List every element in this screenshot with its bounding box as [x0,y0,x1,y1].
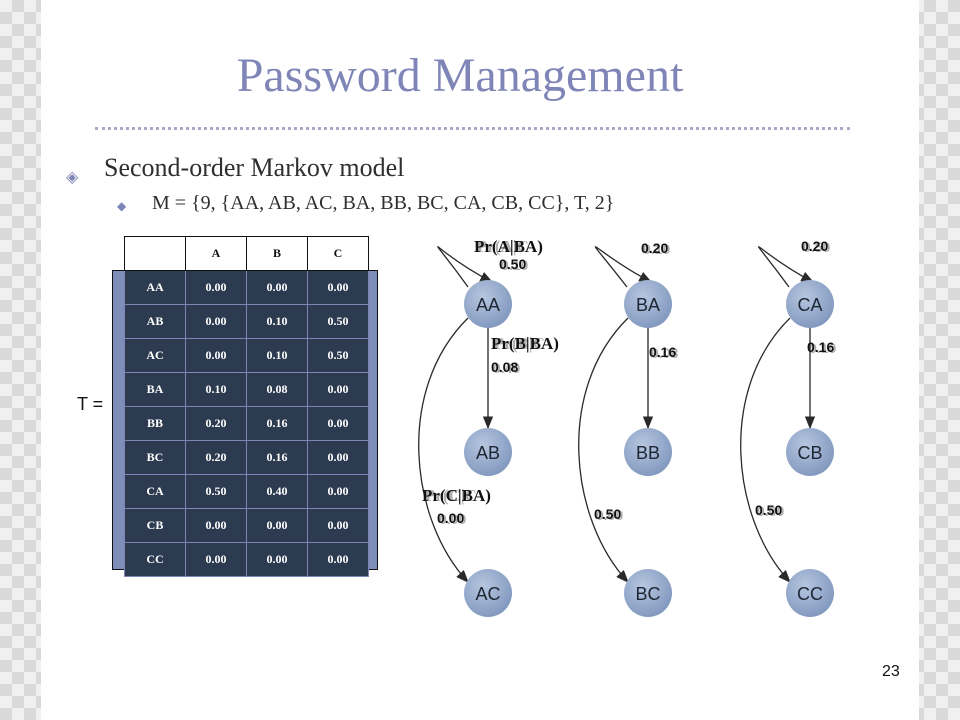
table-cell: 0.00 [246,542,308,577]
table-cell: 0.50 [307,338,369,373]
node-cb: CB [786,428,834,476]
node-label: BA [636,295,660,315]
node-aa: AA [464,280,512,328]
pr-label-ghost: Pr(A|C [477,237,529,256]
table-cell: 0.20 [185,406,247,441]
table-cell: 0.08 [246,372,308,407]
table-cell: 0.10 [246,304,308,339]
table-cell: 0.00 [307,406,369,441]
edge-ca-cc [740,317,791,583]
table-cell: 0.00 [185,304,247,339]
node-ac: AC [464,569,512,617]
edge-value-ghost: 0.00 [596,507,623,523]
column-header: C [307,236,369,271]
row-header: CC [124,542,186,577]
edge-value-ghost: 0.50 [803,239,830,255]
table-cell: 0.00 [307,508,369,543]
node-label: BB [636,443,660,463]
edge-value-aa-ac: 0.00 [437,510,464,526]
node-label: CA [797,295,822,315]
node-bc: BC [624,569,672,617]
edge-value-ca-cb: 0.16 [807,339,834,355]
table-cell: 0.00 [307,372,369,407]
bullet-model-definition: M = {9, {AA, AB, AC, BA, BB, BC, CA, CB,… [152,192,615,214]
edge-value-aa-ab: 0.08 [491,359,518,375]
pr-label-aa-ac: Pr(C|BA) [422,486,491,505]
edge-value-ghost: 0.10 [501,257,528,273]
transition-matrix-label: T = [77,394,104,414]
edge-value-ghost: 0.08 [651,345,678,361]
bullet-markov-model: Second-order Markov model [104,153,405,182]
node-label: AC [475,584,500,604]
row-header: AA [124,270,186,305]
table-cell: 0.40 [246,474,308,509]
row-header: BB [124,406,186,441]
self-loop-ca [758,246,815,288]
row-header: AB [124,304,186,339]
table-cell: 0.50 [307,304,369,339]
edge-value-ghost: 0.00 [439,511,466,527]
node-cc: CC [786,569,834,617]
edge-value-ghost: 0.10 [643,241,670,257]
table-cell: 0.50 [185,474,247,509]
edge-value-ba-bb: 0.16 [649,344,676,360]
edge-value-ca-self: 0.20 [801,238,828,254]
table-cell: 0.00 [307,542,369,577]
node-label: BC [635,584,660,604]
table-cell: 0.00 [307,270,369,305]
node-label: CB [797,443,822,463]
edge-value-ghost: 0.10 [809,340,836,356]
diamond-solid-icon: ◆ [117,199,127,213]
edge-value-aa-self: 0.50 [499,256,526,272]
node-label: AA [476,295,500,315]
pr-label-ghost: Pr(C|C [425,486,477,505]
edge-aa-ac [418,317,469,583]
pr-label-ghost: Pr(B|C [494,334,545,353]
edge-value-ba-self: 0.20 [641,240,668,256]
diamond-outline-icon: ◈ [66,167,79,186]
table-cell: 0.00 [246,508,308,543]
table-cell: 0.00 [185,270,247,305]
self-loop-ba [594,246,653,288]
edge-value-ba-bc: 0.50 [594,506,621,522]
table-cell: 0.10 [246,338,308,373]
row-header: AC [124,338,186,373]
row-header: BA [124,372,186,407]
edge-value-ghost: 0.00 [757,503,784,519]
table-cell: 0.10 [185,372,247,407]
edge-ba-bc [578,317,629,583]
table-cell: 0.00 [307,440,369,475]
row-header: BC [124,440,186,475]
node-ab: AB [464,428,512,476]
edge-value-ca-cc: 0.50 [755,502,782,518]
node-ca: CA [786,280,834,328]
pr-label-aa-self: Pr(A|BA) [474,237,543,256]
pr-label-aa-ab: Pr(B|BA) [491,334,559,353]
edge-value-ghost: 0.40 [493,360,520,376]
node-label: CC [797,584,823,604]
self-loop-aa [437,246,494,288]
node-bb: BB [624,428,672,476]
title-divider [95,127,850,130]
row-header: CA [124,474,186,509]
slide-title: Password Management [236,49,684,102]
node-label: AB [476,443,500,463]
node-ba: BA [624,280,672,328]
table-cell: 0.00 [246,270,308,305]
table-cell: 0.00 [185,508,247,543]
page-number: 23 [882,663,900,680]
